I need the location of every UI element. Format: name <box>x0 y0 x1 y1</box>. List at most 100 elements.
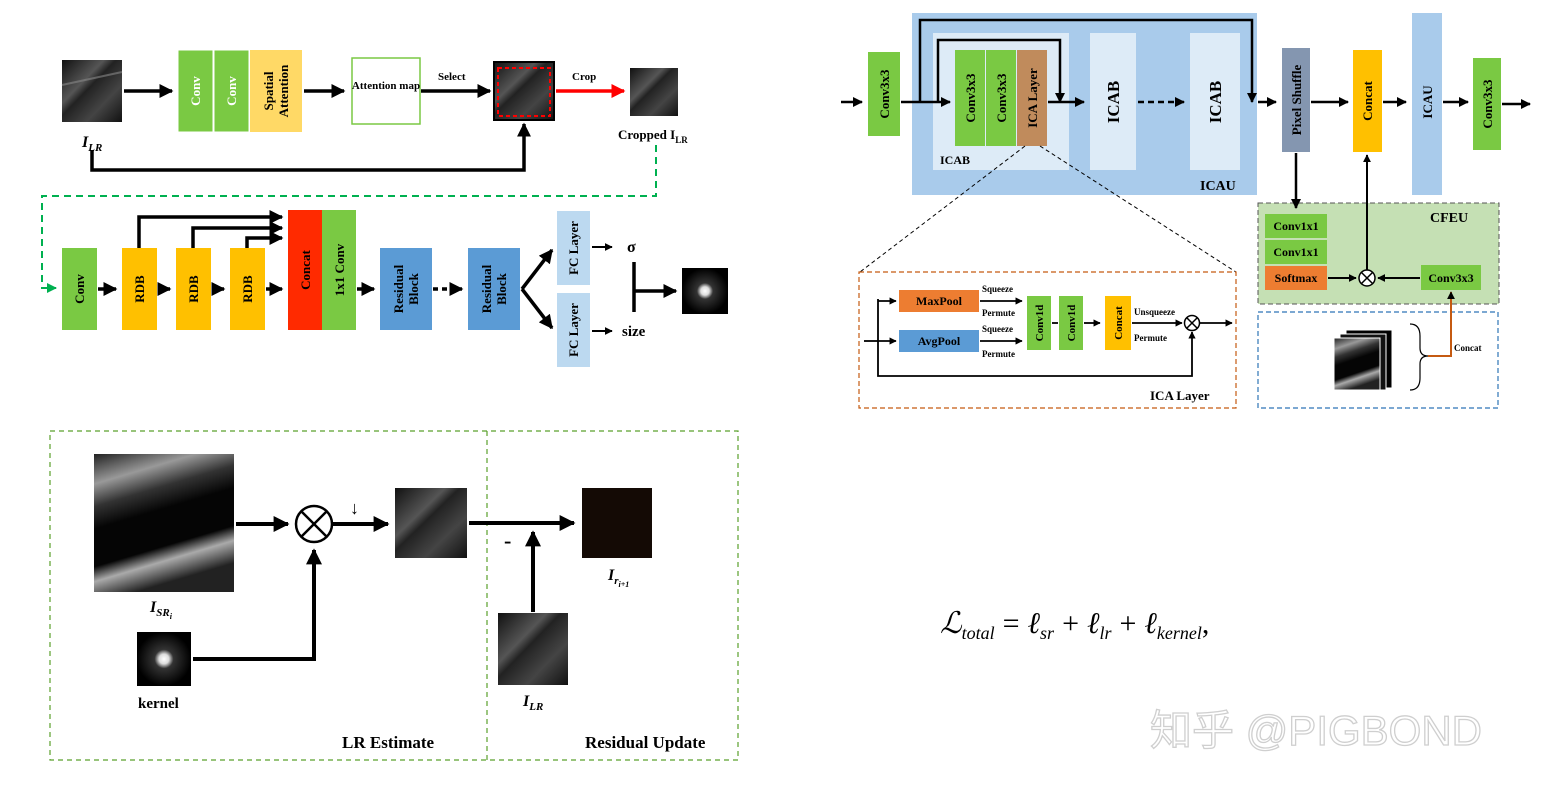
attention-map-box <box>351 57 421 125</box>
conv1d-block-1-label: Conv1d <box>1034 305 1046 342</box>
ica-detail-title: ICA Layer <box>1150 388 1210 403</box>
icau-label: ICAU <box>1200 179 1236 194</box>
rdb-block-3-label: RDB <box>240 275 255 303</box>
conv-block-1 <box>177 49 214 133</box>
ica-concat-label: Concat <box>1113 306 1125 340</box>
fc-layer-1-label: FC Layer <box>566 221 581 275</box>
conv3x3-output-label: Conv3x3 <box>1480 79 1495 129</box>
softmax-label: Softmax <box>1275 271 1318 285</box>
fc-layer-2-label: FC Layer <box>566 303 581 357</box>
icab-block-2 <box>1090 33 1136 170</box>
minus-sign: - <box>504 528 511 553</box>
cfeu-conv3x3-label: Conv3x3 <box>1428 271 1473 285</box>
input-lr-image <box>62 60 122 122</box>
softmax-block <box>1265 266 1327 290</box>
input-lr-image-2 <box>498 613 568 685</box>
select-label: Select <box>438 71 466 83</box>
residual-update-title: Residual Update <box>585 733 706 752</box>
crop-label: Crop <box>572 71 596 83</box>
concat-block-sr <box>1353 50 1382 152</box>
icab-conv2 <box>986 50 1016 146</box>
conv-block-2-label: Conv <box>224 76 239 106</box>
permute-label-2: Permute <box>982 349 1015 359</box>
squeeze-label-2: Squeeze <box>982 324 1013 334</box>
attention-map-label: Attention map <box>352 80 420 92</box>
pixel-shuffle-block <box>1282 48 1310 152</box>
cfeu-conv3x3 <box>1421 265 1481 290</box>
conv-block-2 <box>213 49 250 133</box>
cfeu-conv1x1-2 <box>1265 240 1327 264</box>
cfeu-conv1x1-2-label: Conv1x1 <box>1273 245 1318 259</box>
concat-block <box>288 210 322 330</box>
permute-label-1: Permute <box>982 308 1015 318</box>
residual-block-2-label: ResidualBlock <box>479 264 509 313</box>
icab-block-2-label: ICAB <box>1104 81 1123 124</box>
residual-block-2 <box>468 248 520 330</box>
residual-label: Iri+1 <box>607 567 629 589</box>
sigma-label: σ <box>627 239 636 256</box>
icab-label: ICAB <box>940 153 970 167</box>
conv3x3-input <box>868 52 900 136</box>
icab-conv2-label: Conv3x3 <box>994 73 1009 123</box>
cfeu-conv1x1-1 <box>1265 214 1327 238</box>
pixel-shuffle-label: Pixel Shuffle <box>1289 65 1304 136</box>
concat-small-label: Concat <box>1454 343 1482 353</box>
input-lr-label-2: ILR <box>522 693 543 713</box>
rdb-block-1-label: RDB <box>132 275 147 303</box>
sr-image-label: ISRi <box>149 599 173 621</box>
frame-stack-1 <box>1333 337 1381 391</box>
conv-block-1-label: Conv <box>188 76 203 106</box>
kernel-output-image <box>682 268 728 314</box>
watermark-text: 知乎 @PIGBOND <box>1150 707 1482 754</box>
icab-block-3-label: ICAB <box>1206 81 1225 124</box>
residual-block-1 <box>380 248 432 330</box>
avgpool-label: AvgPool <box>918 334 961 348</box>
rdb-block-1 <box>122 248 157 330</box>
icau-block-label: ICAU <box>1420 85 1435 119</box>
lr-estimate-title: LR Estimate <box>342 733 435 752</box>
loss-subscript: total <box>962 623 995 643</box>
frames-brace <box>1409 323 1429 391</box>
permute-label-3: Permute <box>1134 333 1167 343</box>
ica-layer-detail: MaxPool AvgPool Squeeze Permute Squeeze … <box>858 271 1237 409</box>
loss-symbol: ℒ <box>940 607 963 640</box>
conv-block-3-label: Conv <box>72 274 87 304</box>
lr-estimate-frame <box>49 430 739 761</box>
residual-block-1-label: ResidualBlock <box>391 264 421 313</box>
ica-detail-frame <box>858 271 1237 409</box>
kernel-label: kernel <box>138 696 179 712</box>
icab-conv1 <box>955 50 985 146</box>
conv-block-3 <box>62 248 97 330</box>
flow-connector <box>41 145 657 293</box>
rdb-block-2 <box>176 248 211 330</box>
spatial-attention-block <box>250 50 302 132</box>
maxpool-block <box>899 290 979 312</box>
rdb-block-2-label: RDB <box>186 275 201 303</box>
concat-block-sr-label: Concat <box>1360 80 1375 120</box>
fc-layer-2 <box>557 293 590 367</box>
selected-image <box>493 61 555 121</box>
cfeu-conv1x1-1-label: Conv1x1 <box>1273 219 1318 233</box>
concat-block-label: Concat <box>298 249 313 289</box>
size-label: size <box>622 324 646 340</box>
sr-image <box>94 454 234 592</box>
conv1d-block-2 <box>1059 296 1083 350</box>
conv3x3-output <box>1473 58 1501 150</box>
cropped-image <box>630 68 678 116</box>
unsqueeze-label: Unsqueeze <box>1134 307 1175 317</box>
estimated-lr-image <box>395 488 467 558</box>
maxpool-label: MaxPool <box>916 294 963 308</box>
rdb-block-3 <box>230 248 265 330</box>
loss-formula: ℒtotal=ℓsr+ℓlr+ℓkernel, <box>940 607 1209 643</box>
squeeze-label-1: Squeeze <box>982 284 1013 294</box>
icau-block <box>1412 13 1442 195</box>
cfeu-label: CFEU <box>1430 211 1468 226</box>
residual-image <box>582 488 652 558</box>
spatial-attention-label: SpatialAttention <box>261 64 291 117</box>
ica-layer-block-label: ICA Layer <box>1025 68 1040 128</box>
conv1x1-block-label: 1x1 Conv <box>332 243 347 296</box>
cropped-lr-label: Cropped ILR <box>618 127 688 145</box>
sr-network: Conv3x3 Conv3x3 Conv3x3 ICA Layer ICAB I… <box>841 13 1531 409</box>
conv1d-block-1 <box>1027 296 1051 350</box>
